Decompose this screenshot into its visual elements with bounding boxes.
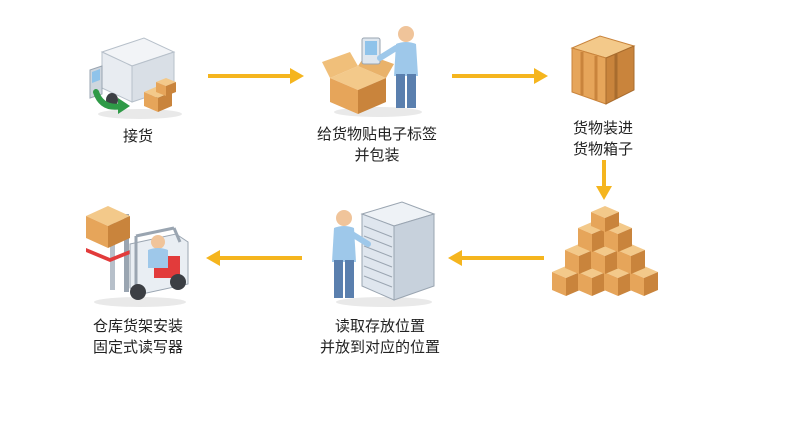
step-forklift-line-1: 仓库货架安装 xyxy=(92,317,183,335)
step-read-store xyxy=(322,200,438,308)
flow-arrow-5 xyxy=(206,250,302,266)
flow-arrow-1 xyxy=(208,68,304,84)
step-stack xyxy=(548,206,658,302)
worker-packing-box-icon xyxy=(322,26,422,117)
step-boxing-line-1: 货物装进 xyxy=(572,119,633,137)
step-tag-pack-label: 给货物贴电子标签 并包装 xyxy=(302,124,452,166)
arrow-right-icon xyxy=(208,68,304,84)
cargo-box-icon xyxy=(570,35,636,105)
worker-server-rack-icon xyxy=(332,201,436,307)
flow-arrow-4 xyxy=(448,250,544,266)
delivery-truck-icon xyxy=(89,37,182,119)
step-forklift-label: 仓库货架安装 固定式读写器 xyxy=(68,316,208,358)
flow-arrow-3 xyxy=(596,160,612,200)
step-read-store-line-2: 并放到对应的位置 xyxy=(319,338,440,356)
step-receive-line-1: 接货 xyxy=(122,127,153,145)
step-receive xyxy=(88,30,188,122)
flow-arrow-2 xyxy=(452,68,548,84)
step-tag-pack xyxy=(322,18,432,118)
step-tag-pack-line-1: 给货物贴电子标签 xyxy=(316,125,437,143)
step-boxing-line-2: 货物箱子 xyxy=(572,140,633,158)
arrow-left-icon xyxy=(448,250,544,266)
arrow-right-icon xyxy=(452,68,548,84)
step-boxing xyxy=(568,32,638,108)
stacked-boxes-icon xyxy=(552,206,658,296)
arrow-left-icon xyxy=(206,250,302,266)
step-forklift-line-2: 固定式读写器 xyxy=(92,338,183,356)
step-receive-label: 接货 xyxy=(98,126,178,147)
step-boxing-label: 货物装进 货物箱子 xyxy=(548,118,658,160)
step-read-store-label: 读取存放位置 并放到对应的位置 xyxy=(300,316,460,358)
step-tag-pack-line-2: 并包装 xyxy=(354,146,400,164)
step-read-store-line-1: 读取存放位置 xyxy=(334,317,425,335)
step-forklift xyxy=(84,196,192,308)
arrow-down-icon xyxy=(596,160,612,200)
forklift-icon xyxy=(86,206,189,307)
